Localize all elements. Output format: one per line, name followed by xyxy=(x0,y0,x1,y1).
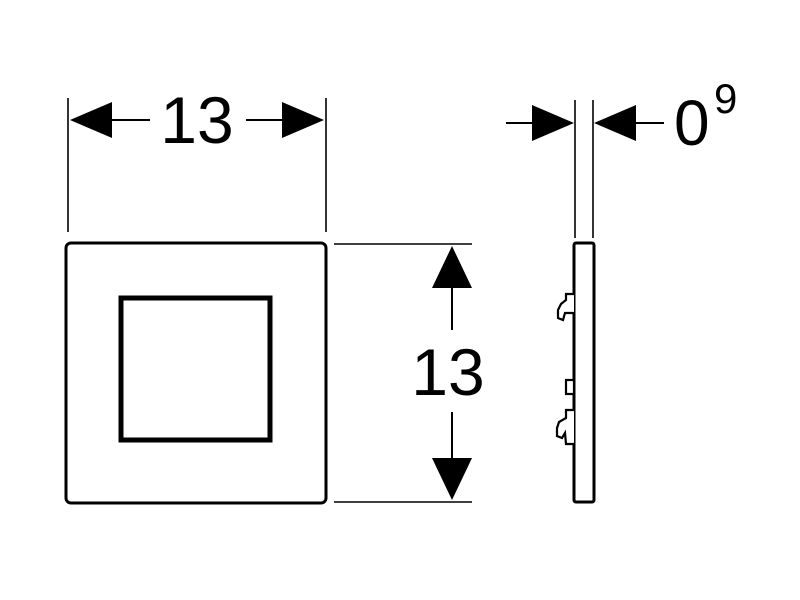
mounting-clip-bottom xyxy=(555,408,574,446)
thickness-dimension: 0 9 xyxy=(506,75,737,159)
arrow-left-head xyxy=(70,102,112,138)
height-label: 13 xyxy=(411,335,484,409)
side-plate xyxy=(572,241,596,504)
width-label: 13 xyxy=(160,83,233,157)
thickness-main: 0 xyxy=(674,87,710,159)
arrow-right-head xyxy=(282,102,324,138)
arrow-up-head xyxy=(432,246,472,288)
thickness-arrow-left-head xyxy=(532,105,574,141)
flush-button xyxy=(118,295,273,443)
thickness-arrow-right-head xyxy=(594,105,636,141)
front-view xyxy=(64,241,328,505)
arrow-down-head xyxy=(432,458,472,500)
side-view xyxy=(555,100,596,504)
thickness-superscript: 9 xyxy=(714,75,737,122)
thickness-label: 0 xyxy=(674,87,710,159)
width-dimension: 13 xyxy=(67,83,327,232)
mounting-clip-top xyxy=(556,292,574,322)
height-dimension: 13 xyxy=(334,243,485,503)
mounting-clip-middle xyxy=(564,378,576,396)
